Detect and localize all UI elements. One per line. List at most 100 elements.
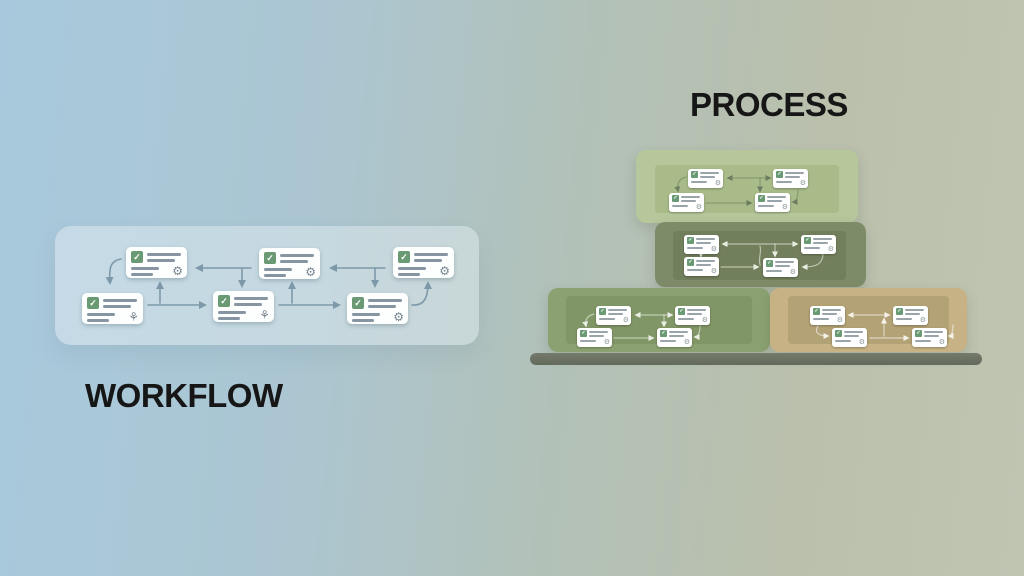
- check-icon: ✓: [678, 308, 685, 315]
- check-icon: ✓: [835, 330, 842, 337]
- text-line: [896, 318, 912, 320]
- text-line: [785, 172, 804, 174]
- gear-icon: ⚙: [683, 339, 690, 346]
- text-line: [398, 267, 426, 270]
- text-line: [696, 238, 715, 240]
- check-icon: ✓: [915, 330, 922, 337]
- text-line: [915, 340, 931, 342]
- gear-icon: ⚙: [938, 339, 945, 346]
- check-icon: ✓: [264, 252, 276, 264]
- text-line: [696, 260, 715, 262]
- gear-icon: ⚙: [714, 180, 721, 187]
- check-icon: ✓: [352, 297, 364, 309]
- gear-icon: ⚙: [305, 265, 316, 279]
- check-icon: ✓: [813, 308, 820, 315]
- mini-card: ✓ ⚙: [577, 328, 612, 347]
- check-icon: ✓: [398, 251, 410, 263]
- check-icon: ✓: [660, 330, 667, 337]
- text-line: [924, 335, 939, 337]
- text-line: [844, 331, 863, 333]
- text-line: [264, 274, 286, 277]
- gear-icon: ⚙: [695, 204, 702, 211]
- mini-card: ✓ ⚙: [675, 306, 710, 325]
- check-icon: ✓: [896, 308, 903, 315]
- text-line: [599, 318, 615, 320]
- check-icon: ✓: [218, 295, 230, 307]
- text-line: [678, 318, 694, 320]
- gear-icon: ⚙: [919, 317, 926, 324]
- process-block-top: ✓ ⚙ ✓ ⚙ ✓ ⚙ ✓ ⚙: [636, 150, 858, 223]
- text-line: [147, 259, 175, 262]
- mini-card: ✓ ⚙: [801, 235, 836, 254]
- spark-icon: ⚘: [259, 308, 270, 322]
- check-icon: ✓: [758, 195, 765, 202]
- mini-card: ✓ ⚙: [832, 328, 867, 347]
- text-line: [669, 335, 684, 337]
- check-icon: ✓: [776, 171, 783, 178]
- text-line: [103, 305, 131, 308]
- text-line: [131, 273, 153, 276]
- text-line: [767, 200, 782, 202]
- text-line: [905, 309, 924, 311]
- check-icon: ✓: [687, 259, 694, 266]
- text-line: [234, 297, 268, 300]
- text-line: [804, 247, 820, 249]
- text-line: [700, 176, 715, 178]
- gear-icon: ⚙: [710, 268, 717, 275]
- gear-icon: ⚙: [701, 317, 708, 324]
- gear-icon: ⚙: [799, 180, 806, 187]
- gear-icon: ⚙: [439, 264, 450, 278]
- shelf-bar: [530, 353, 982, 365]
- workflow-card: ✓ ⚘: [82, 293, 143, 324]
- process-block-bottom-right: ✓ ⚙ ✓ ⚙ ✓ ⚙ ✓ ⚙: [770, 288, 967, 352]
- text-line: [844, 335, 859, 337]
- text-line: [218, 311, 246, 314]
- check-icon: ✓: [131, 251, 143, 263]
- mini-card: ✓ ⚙: [669, 193, 704, 212]
- text-line: [924, 331, 943, 333]
- mini-card: ✓ ⚙: [912, 328, 947, 347]
- workflow-card: ✓ ⚙: [347, 293, 408, 324]
- text-line: [672, 205, 688, 207]
- text-line: [822, 309, 841, 311]
- text-line: [368, 299, 402, 302]
- gear-icon: ⚙: [603, 339, 610, 346]
- text-line: [352, 313, 380, 316]
- text-line: [775, 261, 794, 263]
- mini-card: ✓ ⚙: [684, 257, 719, 276]
- text-line: [700, 172, 719, 174]
- text-line: [835, 340, 851, 342]
- check-icon: ✓: [580, 330, 587, 337]
- text-line: [766, 270, 782, 272]
- mini-card: ✓ ⚙: [684, 235, 719, 254]
- text-line: [696, 242, 711, 244]
- text-line: [218, 317, 240, 320]
- text-line: [398, 273, 420, 276]
- text-line: [696, 264, 711, 266]
- gear-icon: ⚙: [836, 317, 843, 324]
- spark-icon: ⚘: [128, 310, 139, 324]
- text-line: [687, 247, 703, 249]
- workflow-card: ✓ ⚙: [126, 247, 187, 278]
- text-line: [131, 267, 159, 270]
- text-line: [775, 265, 790, 267]
- text-line: [87, 313, 115, 316]
- text-line: [414, 259, 442, 262]
- mini-card: ✓ ⚙: [755, 193, 790, 212]
- process-label: PROCESS: [690, 86, 848, 123]
- text-line: [813, 318, 829, 320]
- text-line: [813, 242, 828, 244]
- text-line: [691, 181, 707, 183]
- text-line: [758, 205, 774, 207]
- mini-card: ✓ ⚙: [657, 328, 692, 347]
- mini-card: ✓ ⚙: [763, 258, 798, 277]
- gear-icon: ⚙: [393, 310, 404, 324]
- text-line: [669, 331, 688, 333]
- gear-icon: ⚙: [710, 246, 717, 253]
- process-block-bottom-left: ✓ ⚙ ✓ ⚙ ✓ ⚙ ✓ ⚙: [548, 288, 770, 352]
- text-line: [767, 196, 786, 198]
- workflow-label: WORKFLOW: [85, 377, 283, 414]
- check-icon: ✓: [687, 237, 694, 244]
- text-line: [822, 313, 837, 315]
- gear-icon: ⚙: [789, 269, 796, 276]
